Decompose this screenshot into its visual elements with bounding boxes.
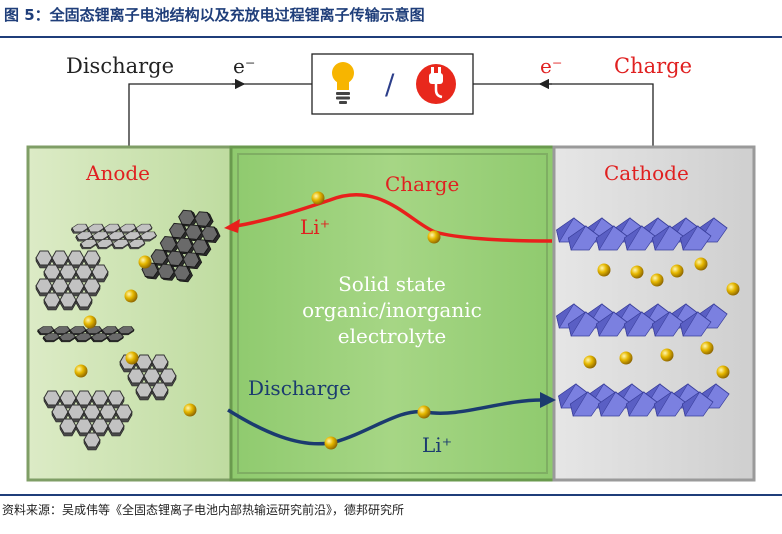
discharge-flow-label: Discharge	[248, 376, 351, 400]
charge-ion-label: Li⁺	[300, 215, 330, 239]
plug-icon	[416, 64, 456, 104]
figure-title: 图 5：全固态锂离子电池结构以及充放电过程锂离子传输示意图	[4, 6, 425, 24]
electrolyte-line-2: organic/inorganic	[302, 298, 482, 322]
discharge-flow-arrow	[227, 392, 556, 446]
discharge-ion-label: Li⁺	[422, 433, 452, 457]
source-note: 资料来源：吴成伟等《全固态锂离子电池内部热输运研究前沿》，德邦研究所	[2, 503, 405, 517]
title-divider	[0, 36, 782, 38]
electrolyte-line-3: electrolyte	[338, 324, 446, 348]
charge-flow-label: Charge	[385, 172, 459, 196]
anode-panel	[26, 145, 233, 482]
electrolyte-line-1: Solid state	[338, 272, 446, 296]
lightbulb-icon	[332, 62, 354, 104]
anode-label: Anode	[85, 161, 150, 185]
external-circuit	[128, 78, 654, 147]
lithium-ions	[74, 191, 740, 450]
source-divider	[0, 494, 782, 496]
electron-right-label: e⁻	[540, 54, 562, 78]
cathode-label: Cathode	[604, 161, 689, 185]
electrolyte-panel	[229, 145, 556, 482]
charge-flow-arrow	[224, 192, 553, 243]
circuit-discharge-label: Discharge	[66, 54, 174, 78]
load-separator: /	[385, 68, 395, 101]
circuit-charge-label: Charge	[614, 54, 692, 78]
electron-left-label: e⁻	[233, 54, 255, 78]
